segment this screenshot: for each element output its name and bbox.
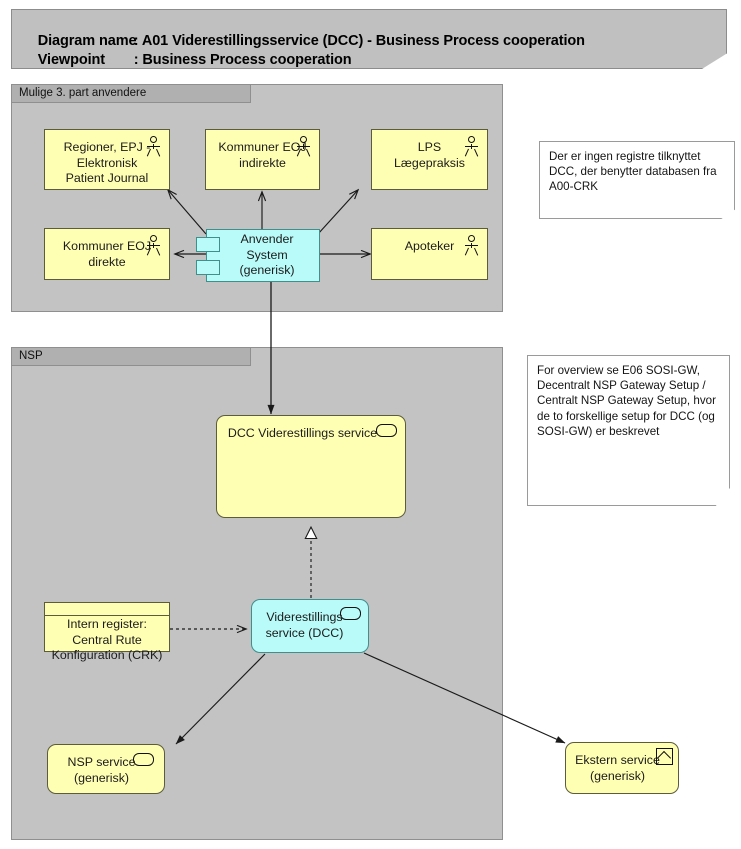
note-sosi-gw[interactable]: For overview se E06 SOSI-GW, Decentralt … — [527, 355, 730, 506]
node-kommuner-eoj-direkte[interactable]: Kommuner EOJ direkte — [44, 228, 170, 280]
diagram-name-value: : A01 Viderestillingsservice (DCC) - Bus… — [133, 33, 585, 49]
node-lps-laegepraksis[interactable]: LPS Lægepraksis — [371, 129, 488, 190]
node-dcc-viderestillings-service-label: DCC Viderestillings service — [227, 426, 378, 440]
node-anvender-system-label: Anvender System (generisk) — [239, 232, 295, 278]
group-third-party-label: Mulige 3. part anvendere — [19, 87, 147, 99]
actor-icon — [146, 136, 161, 158]
component-icon-tab-top — [196, 237, 220, 252]
node-ekstern-service-label: Ekstern service (generisk) — [575, 753, 660, 783]
note-crk[interactable]: Der er ingen registre tilknyttet DCC, de… — [539, 141, 735, 219]
node-apoteker[interactable]: Apoteker — [371, 228, 488, 280]
node-lps-laegepraksis-label: LPS Lægepraksis — [394, 140, 465, 170]
external-service-icon — [656, 748, 673, 765]
data-object-icon — [45, 603, 169, 616]
node-nsp-service[interactable]: NSP service (generisk) — [47, 744, 165, 794]
node-apoteker-label: Apoteker — [404, 239, 455, 253]
service-icon — [133, 753, 154, 766]
node-regioner-epj-label: Regioner, EPJ - Elektronisk Patient Jour… — [63, 140, 151, 185]
node-viderestillings-service-dcc[interactable]: Viderestillings service (DCC) — [251, 599, 369, 653]
node-viderestillings-service-dcc-label: Viderestillings service (DCC) — [265, 610, 344, 640]
component-icon-tab-bottom — [196, 260, 220, 275]
group-third-party-header: Mulige 3. part anvendere — [11, 84, 251, 103]
node-nsp-service-label: NSP service (generisk) — [67, 755, 136, 785]
actor-icon — [464, 136, 479, 158]
service-icon — [376, 424, 397, 437]
actor-icon — [296, 136, 311, 158]
node-ekstern-service[interactable]: Ekstern service (generisk) — [565, 742, 679, 794]
node-regioner-epj[interactable]: Regioner, EPJ - Elektronisk Patient Jour… — [44, 129, 170, 190]
group-nsp-label: NSP — [19, 350, 43, 362]
viewpoint-key: Viewpoint — [37, 52, 106, 68]
node-anvender-system[interactable]: Anvender System (generisk) — [196, 229, 320, 282]
diagram-title-bar: Diagram name: A01 Viderestillingsservice… — [11, 9, 727, 69]
node-kommuner-eoj-indirekte[interactable]: Kommuner EOJ indirekte — [205, 129, 320, 190]
node-kommuner-eoj-direkte-label: Kommuner EOJ direkte — [62, 239, 152, 269]
note-crk-text: Der er ingen registre tilknyttet DCC, de… — [549, 150, 717, 194]
service-icon — [340, 607, 361, 620]
node-kommuner-eoj-indirekte-label: Kommuner EOJ indirekte — [218, 140, 307, 170]
actor-icon — [146, 235, 161, 257]
note-sosi-gw-text: For overview se E06 SOSI-GW, Decentralt … — [537, 364, 716, 438]
diagram-name-key: Diagram name — [37, 33, 137, 49]
viewpoint-value: : Business Process cooperation — [133, 52, 352, 68]
viewpoint-line: Viewpoint : Business Process cooperation — [22, 36, 352, 69]
group-nsp-header: NSP — [11, 347, 251, 366]
node-dcc-viderestillings-service[interactable]: DCC Viderestillings service — [216, 415, 406, 518]
node-intern-register-crk-label: Intern register: Central Rute Konfigurat… — [51, 617, 163, 662]
node-intern-register-crk[interactable]: Intern register: Central Rute Konfigurat… — [44, 602, 170, 662]
diagram-name-line: Diagram name: A01 Viderestillingsservice… — [22, 17, 585, 65]
actor-icon — [464, 235, 479, 257]
